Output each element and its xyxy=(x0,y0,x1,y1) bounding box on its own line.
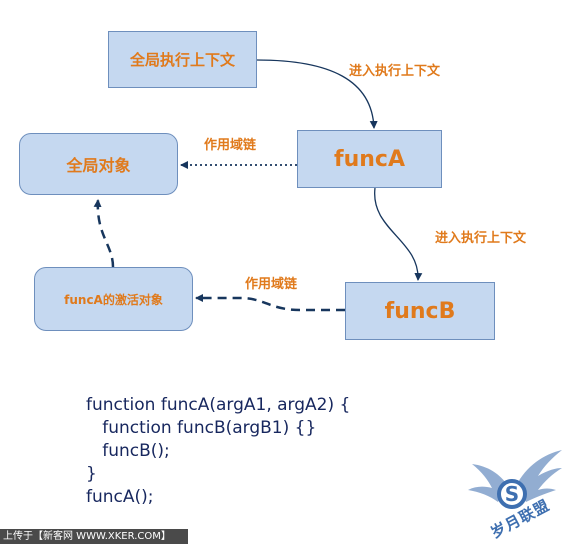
edge-label-scope-chain-2: 作用域链 xyxy=(245,277,298,292)
watermark-logo-icon: S xyxy=(468,450,562,509)
edge-label-enter-context-2: 进入执行上下文 xyxy=(435,231,527,246)
global-execution-context-box: 全局执行上下文 xyxy=(108,31,257,88)
funcb-box: funcB xyxy=(345,282,495,340)
global-execution-context-label: 全局执行上下文 xyxy=(129,51,235,69)
upload-footer: 上传于【新客网 WWW.XKER.COM】 xyxy=(0,529,188,544)
code-line: funcB(); xyxy=(86,441,170,461)
edge-global-ctx-to-funca xyxy=(256,59,378,129)
code-block: function funcA(argA1, argA2) { function … xyxy=(86,394,350,509)
edge-funca-to-funcb xyxy=(374,187,423,281)
global-object-box: 全局对象 xyxy=(19,133,178,195)
activation-object-label: funcA的激活对象 xyxy=(64,292,163,307)
code-line: function funcB(argB1) {} xyxy=(86,418,317,438)
code-line: } xyxy=(86,464,97,484)
code-line: function funcA(argA1, argA2) { xyxy=(86,395,351,415)
edge-funcb-to-activation-object xyxy=(195,294,345,312)
global-object-label: 全局对象 xyxy=(66,156,131,175)
code-line: funcA(); xyxy=(86,487,154,507)
edge-label-scope-chain-1: 作用域链 xyxy=(204,138,257,153)
activation-object-box: funcA的激活对象 xyxy=(34,267,193,331)
edge-activation-object-to-global-object xyxy=(93,199,115,268)
funca-box: funcA xyxy=(297,130,442,188)
funcb-label: funcB xyxy=(384,298,456,324)
funca-label: funcA xyxy=(334,146,405,172)
watermark-logo-mark: S xyxy=(505,482,519,506)
edge-label-enter-context-1: 进入执行上下文 xyxy=(349,64,441,79)
